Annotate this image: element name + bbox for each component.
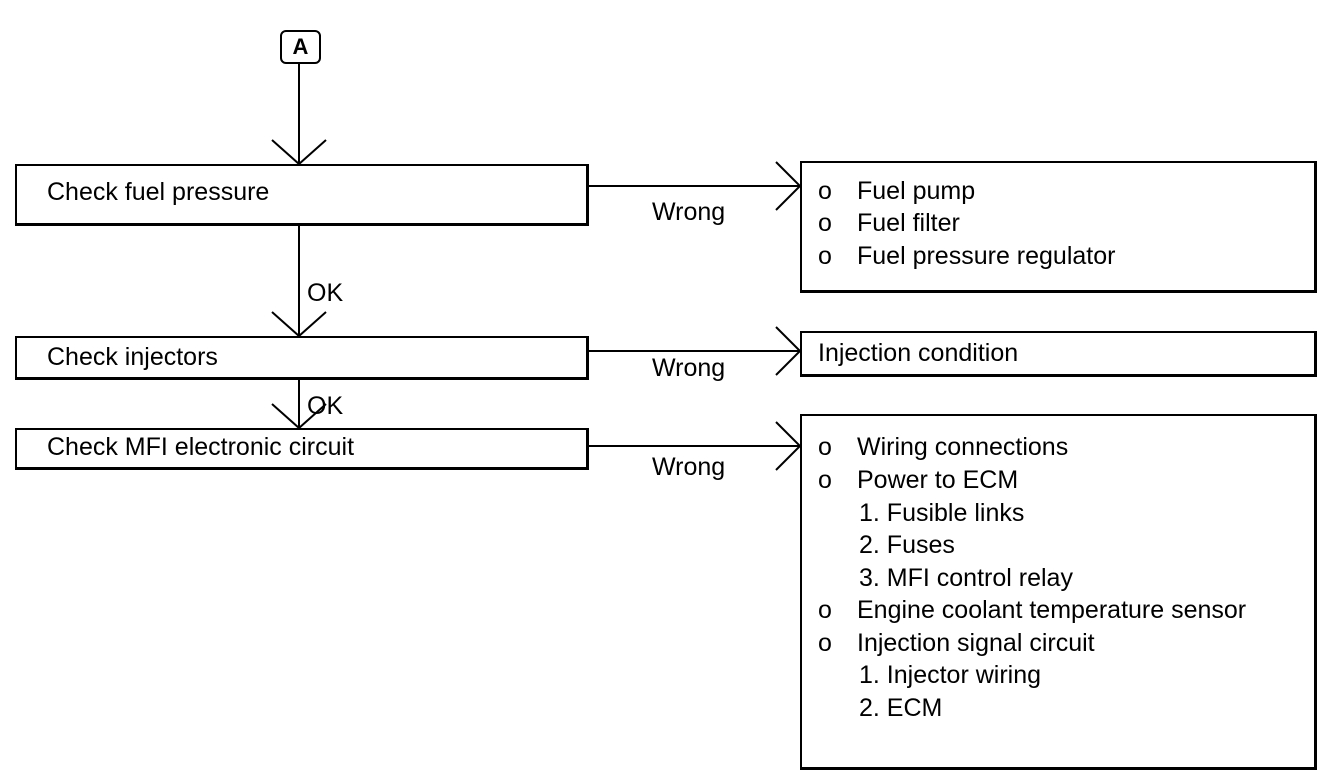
result-item: Engine coolant temperature sensor — [857, 596, 1247, 624]
result-subitem: 2. ECM — [859, 694, 943, 722]
result-item: Power to ECM — [857, 466, 1019, 494]
wrong-label: Wrong — [652, 198, 726, 226]
bullet-icon: o — [818, 177, 832, 205]
result-injection-condition: Injection condition — [800, 331, 1317, 377]
result-item: Fuel pressure regulator — [857, 242, 1116, 270]
connector-a: A — [280, 30, 321, 64]
step-label: Check MFI electronic circuit — [47, 433, 355, 461]
result-fuel-pressure-causes: o Fuel pump o Fuel filter o Fuel pressur… — [800, 161, 1317, 293]
step-label: Check fuel pressure — [47, 178, 270, 206]
bullet-icon: o — [818, 629, 832, 657]
bullet-icon: o — [818, 596, 832, 624]
result-subitem: 2. Fuses — [859, 531, 955, 559]
step-check-mfi-circuit: Check MFI electronic circuit — [15, 428, 589, 470]
result-subitem: 1. Injector wiring — [859, 661, 1042, 689]
result-subitem: 1. Fusible links — [859, 499, 1025, 527]
result-item: Injection condition — [818, 339, 1019, 367]
wrong-label: Wrong — [652, 354, 726, 382]
result-item: Fuel filter — [857, 209, 960, 237]
bullet-icon: o — [818, 466, 832, 494]
result-item: Injection signal circuit — [857, 629, 1095, 657]
wrong-label: Wrong — [652, 453, 726, 481]
ok-label: OK — [307, 392, 344, 420]
ok-label: OK — [307, 279, 344, 307]
result-item: Fuel pump — [857, 177, 976, 205]
result-item: Wiring connections — [857, 433, 1069, 461]
bullet-icon: o — [818, 242, 832, 270]
bullet-icon: o — [818, 433, 832, 461]
step-label: Check injectors — [47, 343, 218, 371]
bullet-icon: o — [818, 209, 832, 237]
result-subitem: 3. MFI control relay — [859, 564, 1073, 592]
step-check-fuel-pressure: Check fuel pressure — [15, 164, 589, 226]
step-check-injectors: Check injectors — [15, 336, 589, 380]
result-mfi-circuit-causes: o Wiring connections o Power to ECM 1. F… — [800, 414, 1317, 770]
